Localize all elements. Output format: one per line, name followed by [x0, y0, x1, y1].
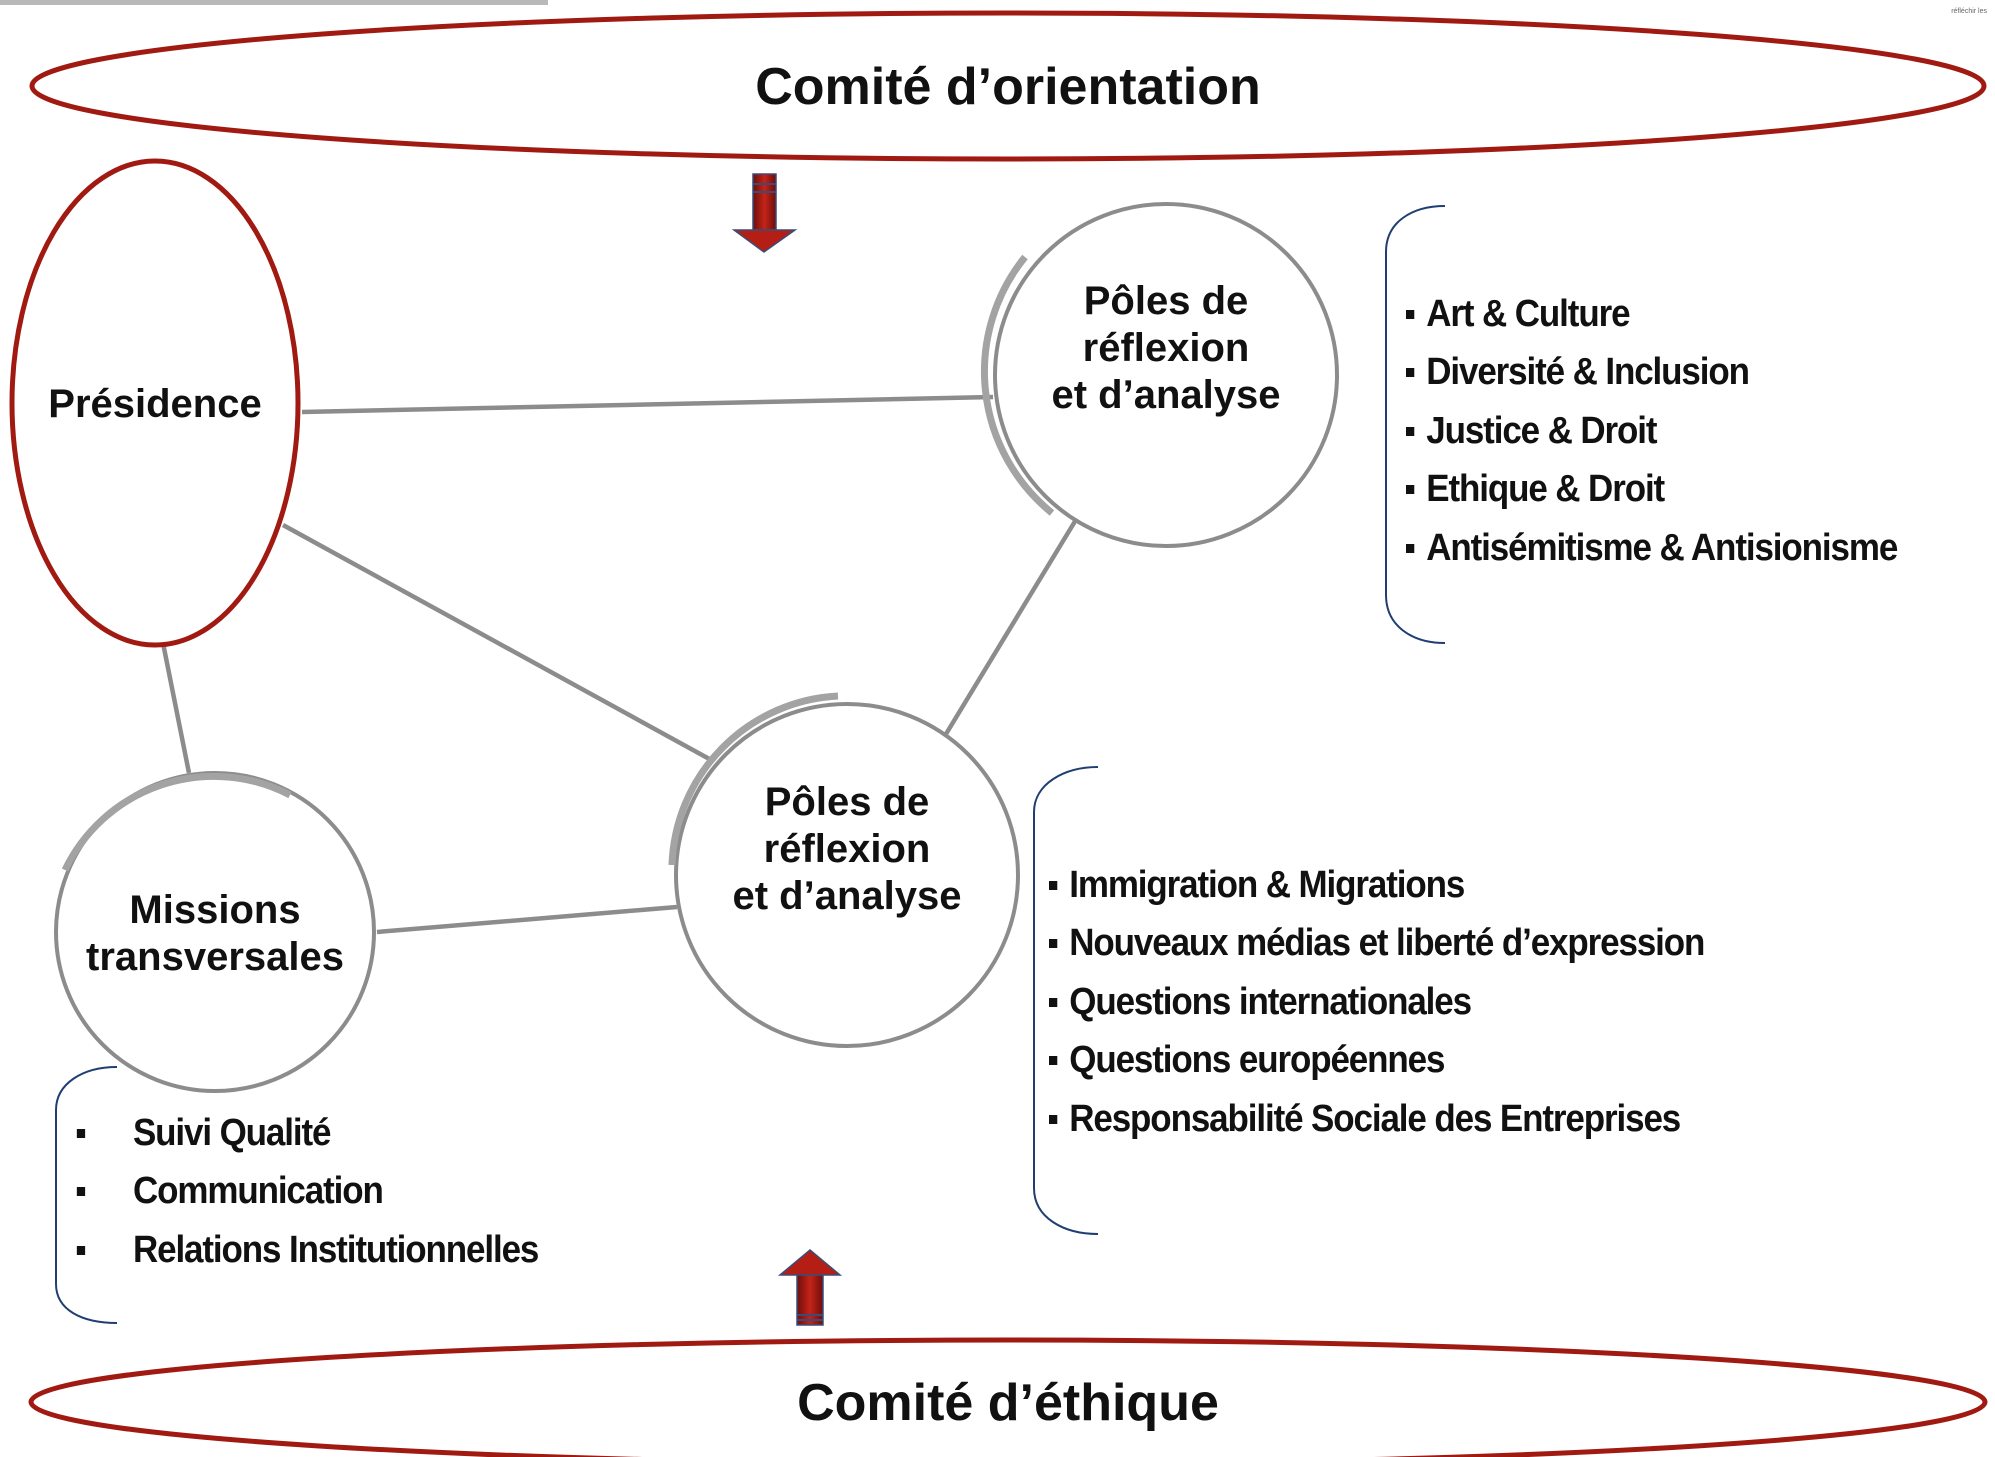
bracket-poles-lower — [1033, 766, 1099, 1235]
bracket-missions — [55, 1066, 118, 1324]
poles-lower-shadow-arc — [668, 692, 839, 866]
poles-lower-circle — [674, 702, 1020, 1048]
poles-lower-line-3: et d’analyse — [732, 874, 962, 919]
arrow-down-icon — [731, 173, 798, 253]
poles-upper-circle — [993, 202, 1339, 548]
missions-line-1: Missions — [129, 888, 301, 932]
committee-orientation-ellipse — [29, 10, 1987, 162]
list-item: Justice & Droit — [1406, 402, 1897, 461]
bracket-poles-upper — [1385, 205, 1446, 644]
line-presidence-poles-upper — [301, 394, 994, 415]
bullet-icon — [1049, 939, 1058, 949]
poles-upper-line-2: réflexion — [1082, 326, 1250, 371]
poles-lower-label: Pôles de réflexion et d’analyse — [697, 779, 997, 921]
poles-upper-shadow-arc — [980, 254, 1055, 516]
poles-upper-label: Pôles de réflexion et d’analyse — [1016, 278, 1316, 420]
logo-caption: réfléchir les — [1951, 8, 1987, 15]
committee-orientation-label: Comité d’orientation — [755, 58, 1261, 116]
bullet-icon — [76, 1128, 86, 1138]
line-presidence-missions — [160, 642, 192, 774]
list-item: Diversité & Inclusion — [1406, 344, 1897, 403]
list-item: Questions internationales — [1049, 973, 1704, 1032]
list-item: Relations Institutionnelles — [75, 1221, 539, 1280]
list-item: Art & Culture — [1406, 285, 1897, 344]
bullet-icon — [1049, 1114, 1058, 1124]
list-item: Antisémitisme & Antisionisme — [1406, 519, 1898, 578]
bullet-icon — [1406, 543, 1415, 553]
poles-lower-line-2: réflexion — [763, 827, 931, 872]
list-item: Ethique & Droit — [1406, 461, 1897, 520]
list-item: Communication — [75, 1163, 538, 1222]
missions-label: Missions transversales — [60, 887, 370, 981]
list-item: Responsabilité Sociale des Entreprises — [1049, 1090, 1704, 1149]
list-item: Questions européennes — [1049, 1032, 1704, 1091]
bullet-icon — [1406, 485, 1415, 495]
connector-lines — [160, 394, 1079, 935]
line-poles-upper-poles-lower — [944, 516, 1079, 736]
list-item: Nouveaux médias et liberté d’expression — [1049, 915, 1705, 974]
list-item: Immigration & Migrations — [1049, 856, 1704, 915]
missions-line-2: transversales — [86, 935, 344, 980]
missions-topic-list: Suivi Qualité Communication Relations In… — [75, 1104, 539, 1280]
poles-lower-topic-list: Immigration & Migrations Nouveaux médias… — [1049, 856, 1705, 1149]
poles-upper-line-1: Pôles de — [1083, 279, 1249, 323]
top-accent-bar — [0, 0, 548, 5]
committee-ethique-label: Comité d’éthique — [797, 1374, 1219, 1432]
missions-shadow-arc — [61, 772, 292, 872]
line-presidence-poles-lower — [281, 523, 715, 763]
arrow-up-icon — [777, 1249, 843, 1326]
committee-ethique-ellipse — [28, 1337, 1988, 1457]
bullet-icon — [76, 1245, 86, 1255]
bullet-icon — [76, 1187, 86, 1197]
bullet-icon — [1049, 997, 1058, 1007]
poles-upper-line-3: et d’analyse — [1051, 373, 1281, 418]
bullet-icon — [1049, 880, 1058, 890]
poles-lower-line-1: Pôles de — [764, 780, 930, 824]
bullet-icon — [1406, 309, 1415, 319]
list-item: Suivi Qualité — [75, 1104, 538, 1163]
poles-upper-topic-list: Art & Culture Diversité & Inclusion Just… — [1406, 285, 1898, 578]
presidence-label: Présidence — [48, 382, 262, 426]
bullet-icon — [1049, 1056, 1058, 1066]
line-missions-poles-lower — [376, 904, 678, 935]
presidence-ellipse — [9, 158, 301, 648]
bullet-icon — [1406, 368, 1415, 378]
bullet-icon — [1406, 426, 1415, 436]
